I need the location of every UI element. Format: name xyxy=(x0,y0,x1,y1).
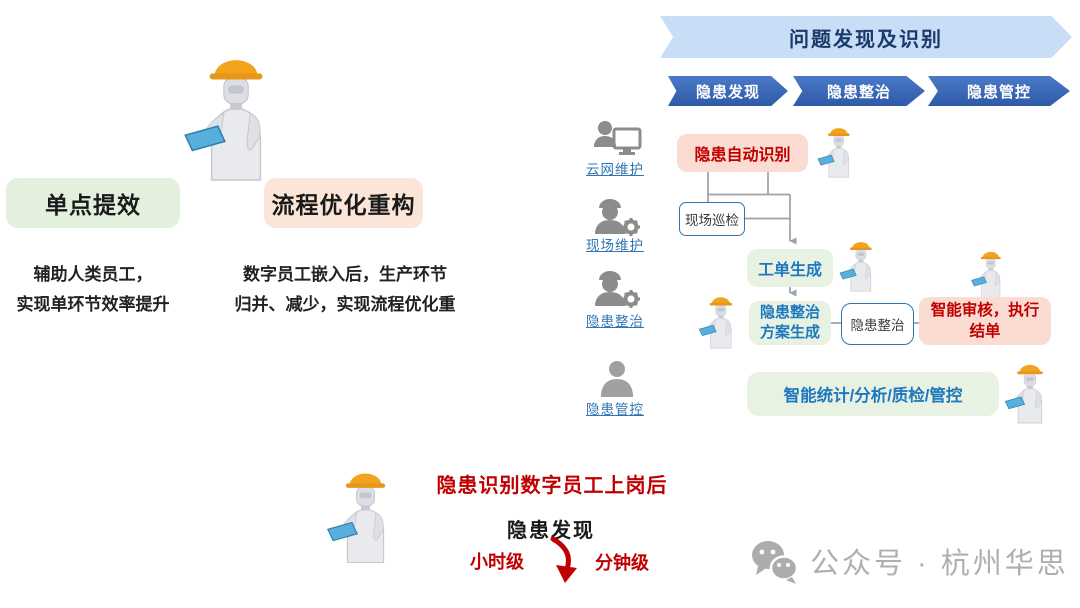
flow-box-smart-review: 智能审核，执行 结单 xyxy=(919,297,1051,345)
worker-gear-icon xyxy=(590,268,644,310)
flow-box-label-line1: 隐患整治 xyxy=(759,304,820,321)
process-rebuild-box: 流程优化重构 xyxy=(264,178,423,228)
single-point-title: 单点提效 xyxy=(45,192,141,218)
process-rebuild-desc-line1: 数字员工嵌入后，生产环节 xyxy=(243,265,447,284)
single-point-box: 单点提效 xyxy=(6,178,180,228)
process-rebuild-title: 流程优化重构 xyxy=(271,192,416,218)
role-label-danger-remediation: 隐患整治 xyxy=(586,314,644,329)
bottom-before-value: 小时级 xyxy=(470,552,524,572)
person-icon xyxy=(598,360,636,398)
watermark: 公众号 · 杭州华思 xyxy=(750,538,1069,584)
role-label-field-maintenance: 现场维护 xyxy=(586,238,644,253)
robot-icon xyxy=(811,124,865,178)
flow-box-smart-statistics: 智能统计/分析/质检/管控 xyxy=(747,372,999,416)
flow-box-label: 现场巡检 xyxy=(685,213,739,228)
flow-box-label-line2: 方案生成 xyxy=(759,324,820,341)
bottom-headline: 隐患识别数字员工上岗后 xyxy=(436,475,668,497)
wechat-icon xyxy=(750,538,800,584)
single-point-desc: 辅助人类员工， 实现单环节效率提升 xyxy=(0,260,186,320)
stage-chevron-remediation: 隐患整治 xyxy=(793,76,925,106)
banner-title: 问题发现及识别 xyxy=(789,28,943,51)
robot-icon xyxy=(178,50,290,182)
flow-box-label: 智能统计/分析/质检/管控 xyxy=(783,387,963,405)
curved-arrow-icon xyxy=(541,536,583,584)
flow-box-label: 工单生成 xyxy=(757,262,822,279)
stage-chevron-control: 隐患管控 xyxy=(928,76,1070,106)
flow-box-remediation: 隐患整治 xyxy=(841,303,914,345)
flow-box-label: 隐患自动识别 xyxy=(694,147,791,164)
flow-box-work-order: 工单生成 xyxy=(747,249,833,287)
stage-label: 隐患管控 xyxy=(966,83,1031,101)
single-point-desc-line2: 实现单环节效率提升 xyxy=(16,295,170,314)
role-label-cloud-network: 云网维护 xyxy=(586,162,644,177)
flow-box-site-patrol: 现场巡检 xyxy=(679,202,745,236)
bottom-metric-label: 隐患发现 xyxy=(507,520,595,542)
banner-problem-identification: 问题发现及识别 xyxy=(660,16,1072,58)
flow-box-label: 隐患整治 xyxy=(850,318,905,333)
robot-icon xyxy=(834,238,886,292)
role-label-danger-control: 隐患管控 xyxy=(586,402,644,417)
flow-box-label-line2: 结单 xyxy=(969,323,1001,340)
watermark-text: 公众号 · 杭州华思 xyxy=(810,548,1069,580)
robot-icon xyxy=(963,248,1017,298)
robot-icon xyxy=(322,466,406,564)
flow-box-label-line1: 智能审核，执行 xyxy=(930,302,1040,319)
stage-label: 隐患整治 xyxy=(826,83,891,101)
flow-box-auto-identify: 隐患自动识别 xyxy=(677,134,808,172)
robot-icon xyxy=(1004,360,1054,424)
bottom-after-value: 分钟级 xyxy=(595,553,649,573)
process-rebuild-desc-line2: 归并、减少，实现流程优化重 xyxy=(234,295,456,314)
robot-icon xyxy=(694,293,746,349)
stage-chevron-discovery: 隐患发现 xyxy=(668,76,788,106)
operator-monitor-icon xyxy=(592,119,642,159)
flow-box-plan-generation: 隐患整治 方案生成 xyxy=(749,301,831,345)
stage-label: 隐患发现 xyxy=(695,83,760,101)
worker-gear-icon xyxy=(590,196,644,238)
process-rebuild-desc: 数字员工嵌入后，生产环节 归并、减少，实现流程优化重 xyxy=(232,260,458,320)
single-point-desc-line1: 辅助人类员工， xyxy=(33,265,153,284)
